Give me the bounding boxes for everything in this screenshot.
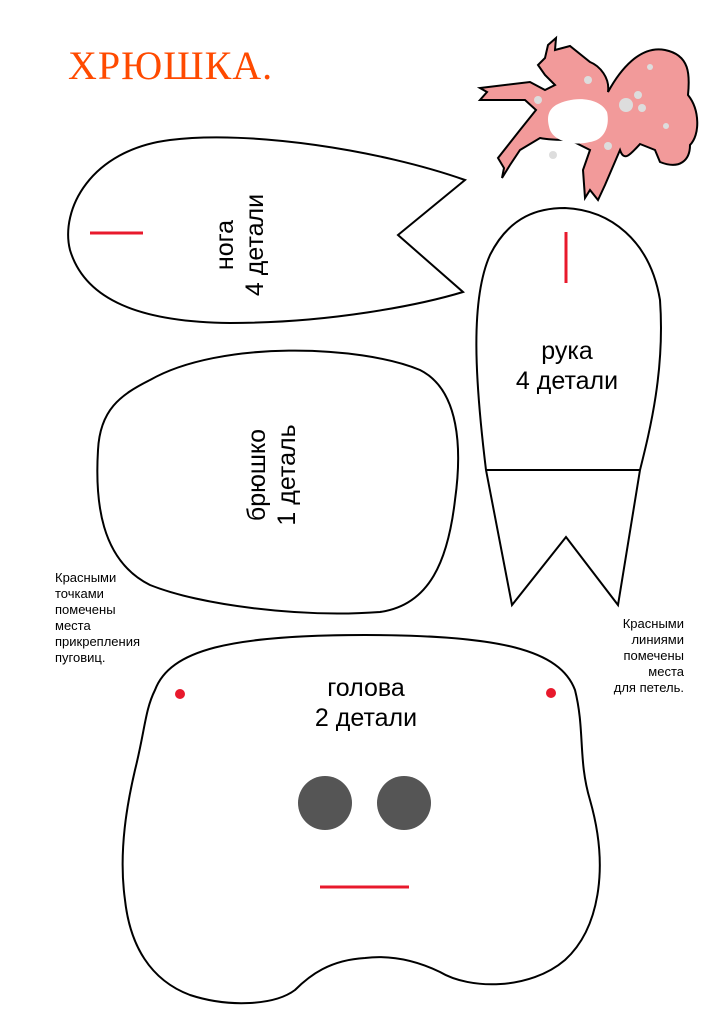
head-piece-outline <box>121 633 601 1005</box>
note-line: точками <box>55 586 104 601</box>
eye-right <box>377 776 431 830</box>
note-line: прикрепления <box>55 634 141 649</box>
note-line: помечены <box>55 602 116 617</box>
piece-name: нога <box>211 219 239 271</box>
loops-note: Красными линиями помечены места для пете… <box>614 616 684 696</box>
belly-piece-outline <box>96 349 460 615</box>
piece-name: брюшко <box>243 428 271 522</box>
leg-label: нога 4 детали <box>210 194 270 296</box>
note-line: Красными <box>55 570 117 585</box>
piece-name: голова <box>327 674 405 702</box>
eye-left <box>298 776 352 830</box>
pig-illustration <box>476 35 699 202</box>
piece-count: 4 детали <box>515 367 619 395</box>
note-line: помечены <box>623 648 684 663</box>
head-label: голова 2 детали <box>315 673 417 733</box>
arm-piece-outline <box>475 206 662 608</box>
piece-count: 2 детали <box>314 704 418 732</box>
buttons-note: Красными точками помечены места прикрепл… <box>55 570 140 666</box>
note-line: для петель. <box>613 680 684 695</box>
arm-label: рука 4 детали <box>516 336 618 396</box>
note-line: пуговиц. <box>55 650 106 665</box>
button-mark <box>175 689 185 699</box>
button-mark <box>546 688 556 698</box>
note-line: Красными <box>622 616 684 631</box>
page-title: ХРЮШКА. <box>68 43 274 88</box>
note-line: места <box>648 664 684 679</box>
piece-count: 4 детали <box>241 193 269 297</box>
leg-piece-outline <box>67 136 468 325</box>
piece-count: 1 деталь <box>273 424 301 526</box>
belly-label: брюшко 1 деталь <box>242 424 302 525</box>
note-line: линиями <box>631 632 684 647</box>
note-line: места <box>55 618 91 633</box>
piece-name: рука <box>541 337 593 365</box>
